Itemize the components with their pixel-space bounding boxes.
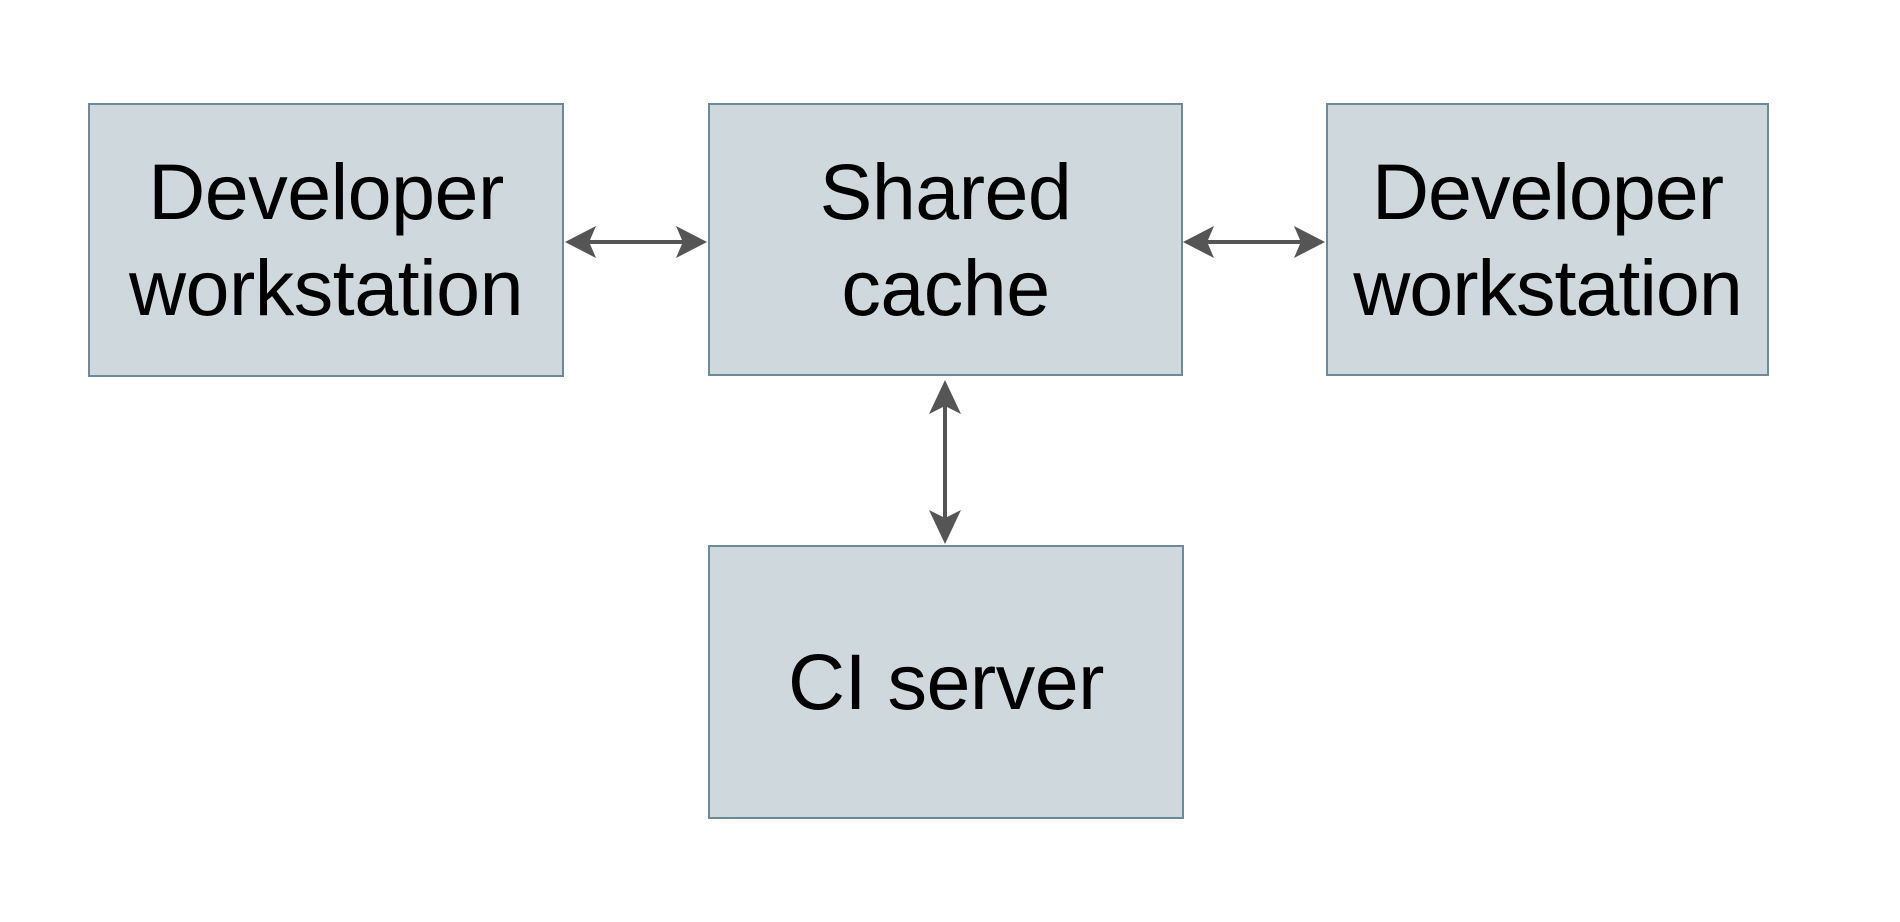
double-headed-arrow-icon	[929, 380, 961, 544]
node-label: Developer workstation	[128, 147, 524, 332]
node-developer-workstation-left[interactable]: Developer workstation	[88, 103, 564, 377]
edge-shared-cache-to-ci-server[interactable]	[913, 376, 977, 548]
double-headed-arrow-icon	[1183, 226, 1325, 258]
edge-shared-cache-to-developer-right[interactable]	[1178, 210, 1330, 274]
node-shared-cache[interactable]: Shared cache	[708, 103, 1183, 376]
node-ci-server[interactable]: CI server	[708, 545, 1184, 819]
double-headed-arrow-icon	[565, 226, 707, 258]
node-label: Shared cache	[819, 146, 1072, 332]
edge-developer-left-to-shared-cache[interactable]	[560, 210, 712, 274]
node-label: CI server	[788, 637, 1104, 726]
node-label: Developer workstation	[1353, 146, 1743, 332]
node-developer-workstation-right[interactable]: Developer workstation	[1326, 103, 1769, 376]
